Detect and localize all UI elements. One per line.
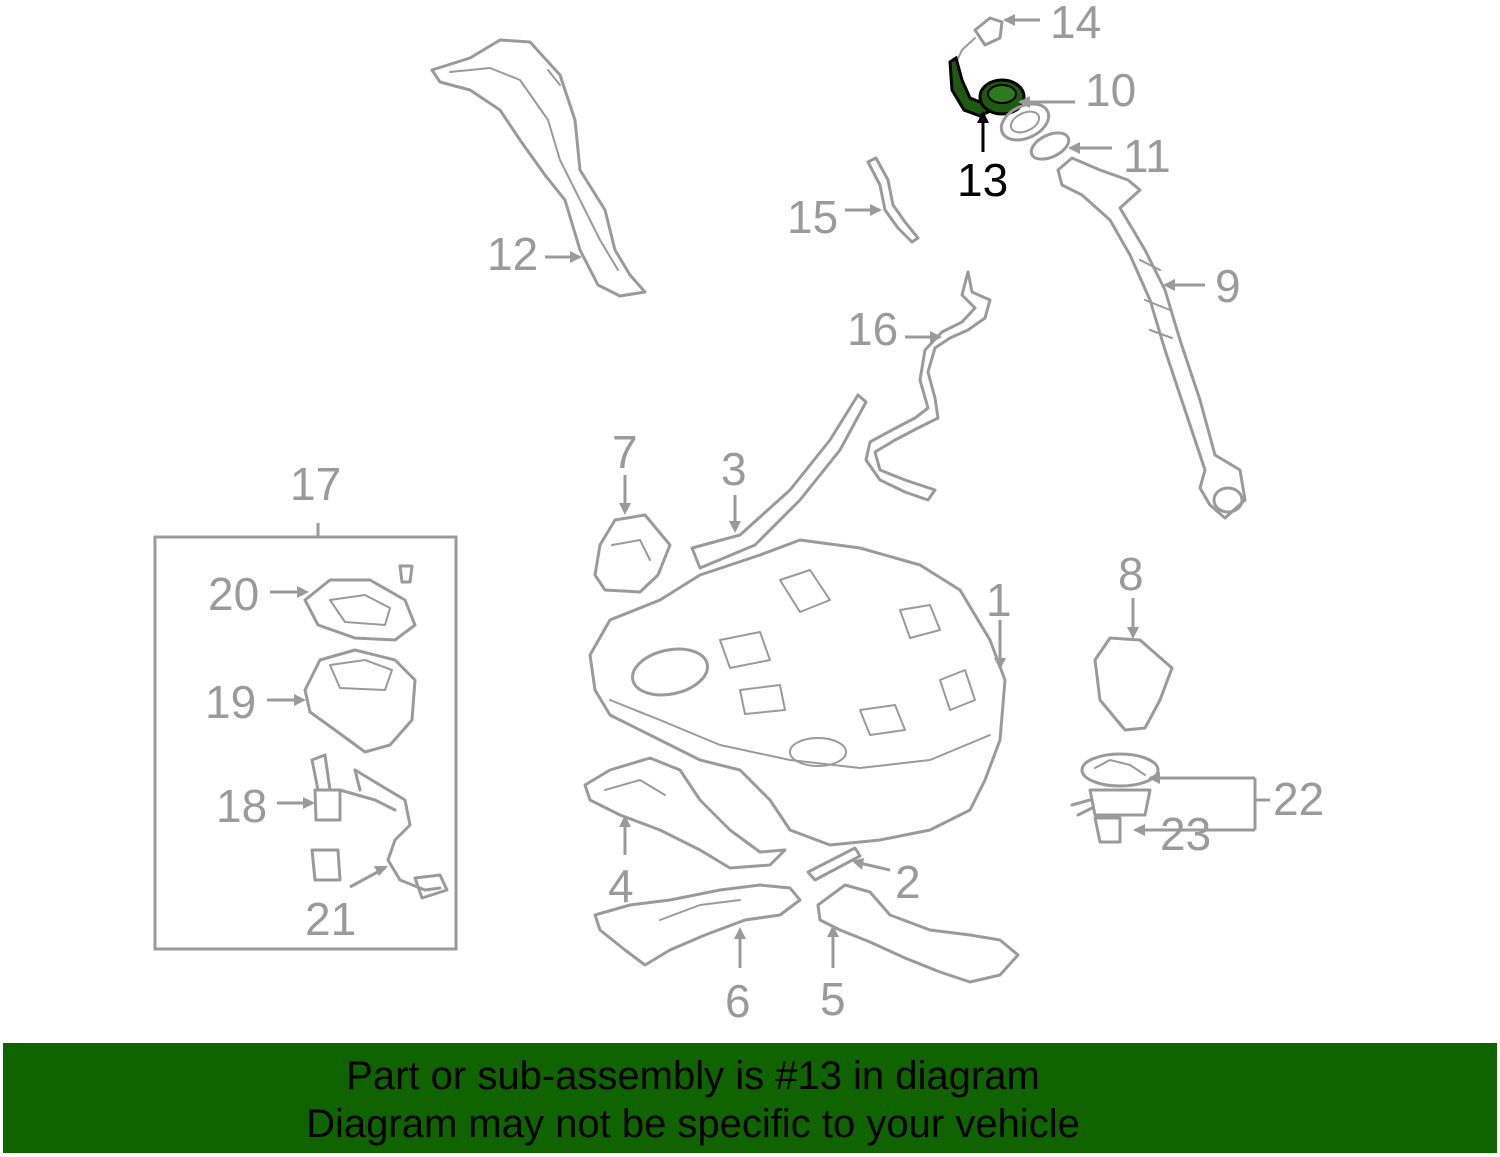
callout-6: 6 <box>725 975 751 1027</box>
part-1-fuel-tank <box>588 538 1007 847</box>
part-6-shield <box>593 883 802 967</box>
info-banner: Part or sub-assembly is #13 in diagram D… <box>3 1043 1497 1153</box>
part-7-bracket <box>593 513 672 594</box>
banner-line-1: Part or sub-assembly is #13 in diagram <box>346 1054 1040 1098</box>
callout-16: 16 <box>847 303 898 355</box>
parts-diagram: 14 10 11 13 15 12 9 16 7 3 17 1 8 20 19 … <box>153 0 1324 1027</box>
part-5-shield <box>816 883 1020 984</box>
part-8-bracket <box>1093 636 1174 732</box>
callout-8: 8 <box>1118 548 1144 600</box>
callout-13: 13 <box>957 154 1008 206</box>
callout-23: 23 <box>1160 808 1211 860</box>
banner-line-2: Diagram may not be specific to your vehi… <box>306 1102 1080 1146</box>
part-21-wiring <box>353 768 449 900</box>
part-11-gasket <box>1029 131 1071 161</box>
part-3-strap <box>690 393 868 570</box>
part-15-hose <box>866 156 920 244</box>
callout-9: 9 <box>1215 260 1241 312</box>
callout-19: 19 <box>205 676 256 728</box>
part-4-shield <box>583 756 787 870</box>
part-13-fuel-cap <box>948 55 1026 118</box>
part-22-pump-assembly <box>1070 752 1160 844</box>
callout-17: 17 <box>290 458 341 510</box>
part-14-cap-tether <box>954 16 1004 66</box>
callout-21: 21 <box>305 893 356 945</box>
part-16-vent-tube <box>864 270 992 502</box>
part-18-pump <box>310 753 397 882</box>
callout-3: 3 <box>721 443 747 495</box>
callout-labels: 14 10 11 13 15 12 9 16 7 3 17 1 8 20 19 … <box>205 0 1324 1027</box>
leader-lines <box>267 14 1270 968</box>
callout-11: 11 <box>1123 130 1171 182</box>
callout-12: 12 <box>487 228 538 280</box>
callout-18: 18 <box>216 780 267 832</box>
callout-20: 20 <box>208 568 259 620</box>
part-9-filler-neck <box>1056 156 1247 520</box>
part-12-shield <box>430 38 647 298</box>
callout-14: 14 <box>1050 0 1101 48</box>
callout-7: 7 <box>612 426 638 478</box>
part-19-sender-plate <box>303 648 417 754</box>
part-17-group-box <box>153 523 458 951</box>
callout-15: 15 <box>787 191 838 243</box>
part-20-plate <box>303 564 417 642</box>
callout-4: 4 <box>608 860 634 912</box>
part-10-gasket <box>999 102 1051 142</box>
part-2-rod <box>806 846 862 882</box>
callout-2: 2 <box>895 856 921 908</box>
callout-5: 5 <box>820 973 846 1025</box>
callout-22: 22 <box>1273 773 1324 825</box>
callout-10: 10 <box>1085 64 1136 116</box>
callout-1: 1 <box>986 574 1012 626</box>
